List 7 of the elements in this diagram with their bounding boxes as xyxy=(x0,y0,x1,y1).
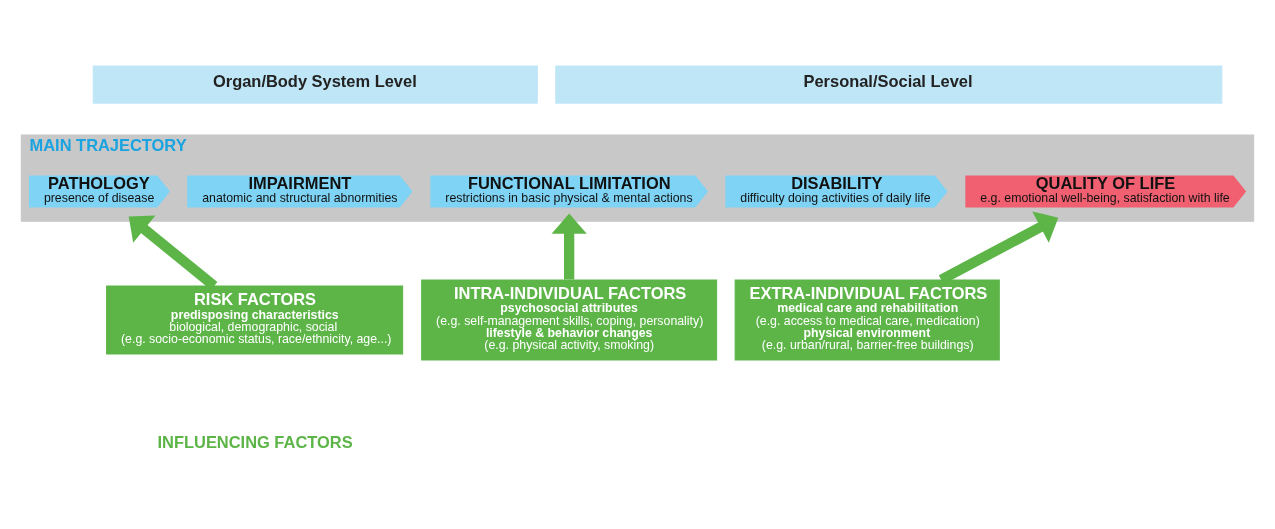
arrow xyxy=(551,213,587,279)
node-box: Organ/Body System Level xyxy=(92,65,538,104)
node-box: RISK FACTORS predisposing characteristics biological, demographic, social (e.g. socio-economic status, race/ethnicity, age...) xyxy=(106,285,404,354)
label: INFLUENCING FACTORS xyxy=(157,432,353,451)
node-box: Personal/Social Level xyxy=(555,65,1223,104)
node-box: INTRA-INDIVIDUAL FACTORS psychosocial attributes (e.g. self-management skills, coping, personality) lifestyle & behavior changes (e.g. physical activity, smoking) xyxy=(421,278,718,361)
node-box: EXTRA-INDIVIDUAL FACTORS medical care and rehabilitation (e.g. access to medical care, medication) physical environment (e.g. urban/rural, barrier-free buildings) xyxy=(734,278,1000,361)
